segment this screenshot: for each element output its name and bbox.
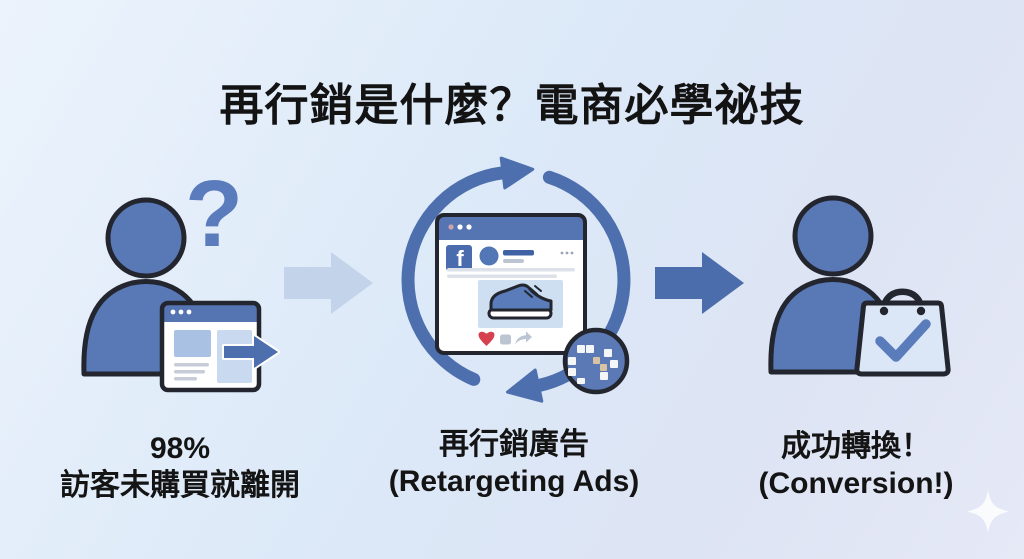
checkmark-icon: [875, 319, 931, 362]
browser-window-icon: [159, 300, 280, 393]
window-dot: [466, 224, 472, 230]
comment-icon: [500, 334, 511, 345]
person-head: [792, 195, 874, 277]
text-line: [174, 377, 197, 381]
facebook-ad-card: f: [435, 213, 587, 355]
caption-text-en: (Retargeting Ads): [388, 465, 640, 498]
cycle-arrowhead-top: [499, 156, 535, 190]
exit-arrow-icon: [222, 334, 280, 370]
text-line: [174, 363, 209, 367]
facebook-logo-icon: [446, 245, 472, 271]
text-line: [174, 370, 205, 374]
caption-stat: 98%: [149, 432, 211, 465]
caption-text: 成功轉換！: [781, 430, 931, 463]
person-head: [105, 197, 187, 279]
avatar-icon: [479, 246, 499, 266]
shopping-bag-icon: [854, 288, 951, 377]
content-image-block: [174, 330, 211, 357]
visitor-figure: ?: [81, 161, 280, 393]
window-dot: [186, 309, 192, 315]
post-subtext-bar: [503, 259, 524, 263]
caption-visitor-leaves: 98% 訪客未購買就離開: [10, 430, 350, 504]
facebook-pixel-badge: [562, 327, 630, 395]
page-title: 再行銷是什麼？電商必學祕技: [219, 81, 805, 131]
window-dot: [457, 224, 463, 230]
like-heart-icon: [478, 331, 495, 346]
flow-arrow-2-icon: [655, 252, 744, 314]
question-mark-icon: ?: [185, 161, 243, 267]
conversion-figure: [768, 195, 951, 377]
caption-text: 訪客未購買就離開: [60, 469, 300, 502]
sneaker-icon: [487, 283, 553, 320]
caption-text: 再行銷廣告: [439, 428, 589, 461]
facebook-logo-letter: f: [456, 246, 464, 271]
caption-retargeting-ads: 再行銷廣告 (Retargeting Ads): [356, 426, 672, 500]
text-line: [447, 268, 575, 272]
retargeting-figure: f: [401, 156, 631, 403]
cycle-arrowhead-bottom: [506, 368, 544, 403]
share-icon: [515, 331, 532, 345]
sparkle-icon: [967, 490, 1009, 533]
window-dot: [448, 224, 454, 230]
post-menu-dots: [560, 251, 574, 255]
window-dot: [178, 309, 184, 315]
post-name-bar: [503, 250, 534, 256]
flow-arrow-1-icon: [284, 252, 373, 314]
window-dot: [170, 309, 176, 315]
caption-text-en: (Conversion!): [758, 467, 954, 500]
text-line: [447, 274, 557, 278]
caption-conversion: 成功轉換！ (Conversion!): [706, 428, 1006, 502]
